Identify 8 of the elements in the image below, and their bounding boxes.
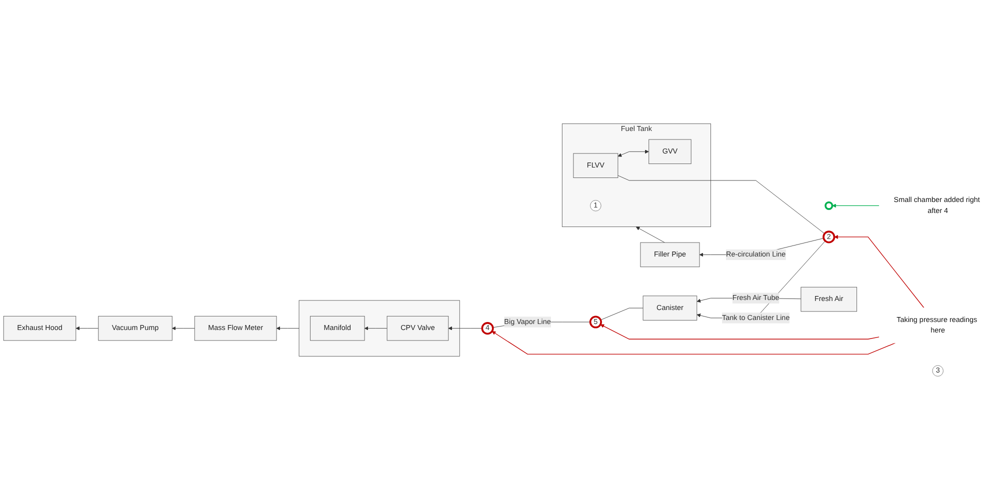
connector — [618, 175, 825, 234]
node-circle — [824, 201, 834, 210]
arrow — [492, 331, 896, 355]
arrow — [834, 234, 924, 308]
cluster — [298, 300, 460, 356]
arrow — [832, 204, 880, 208]
connector — [600, 308, 644, 320]
arrow — [600, 324, 880, 340]
